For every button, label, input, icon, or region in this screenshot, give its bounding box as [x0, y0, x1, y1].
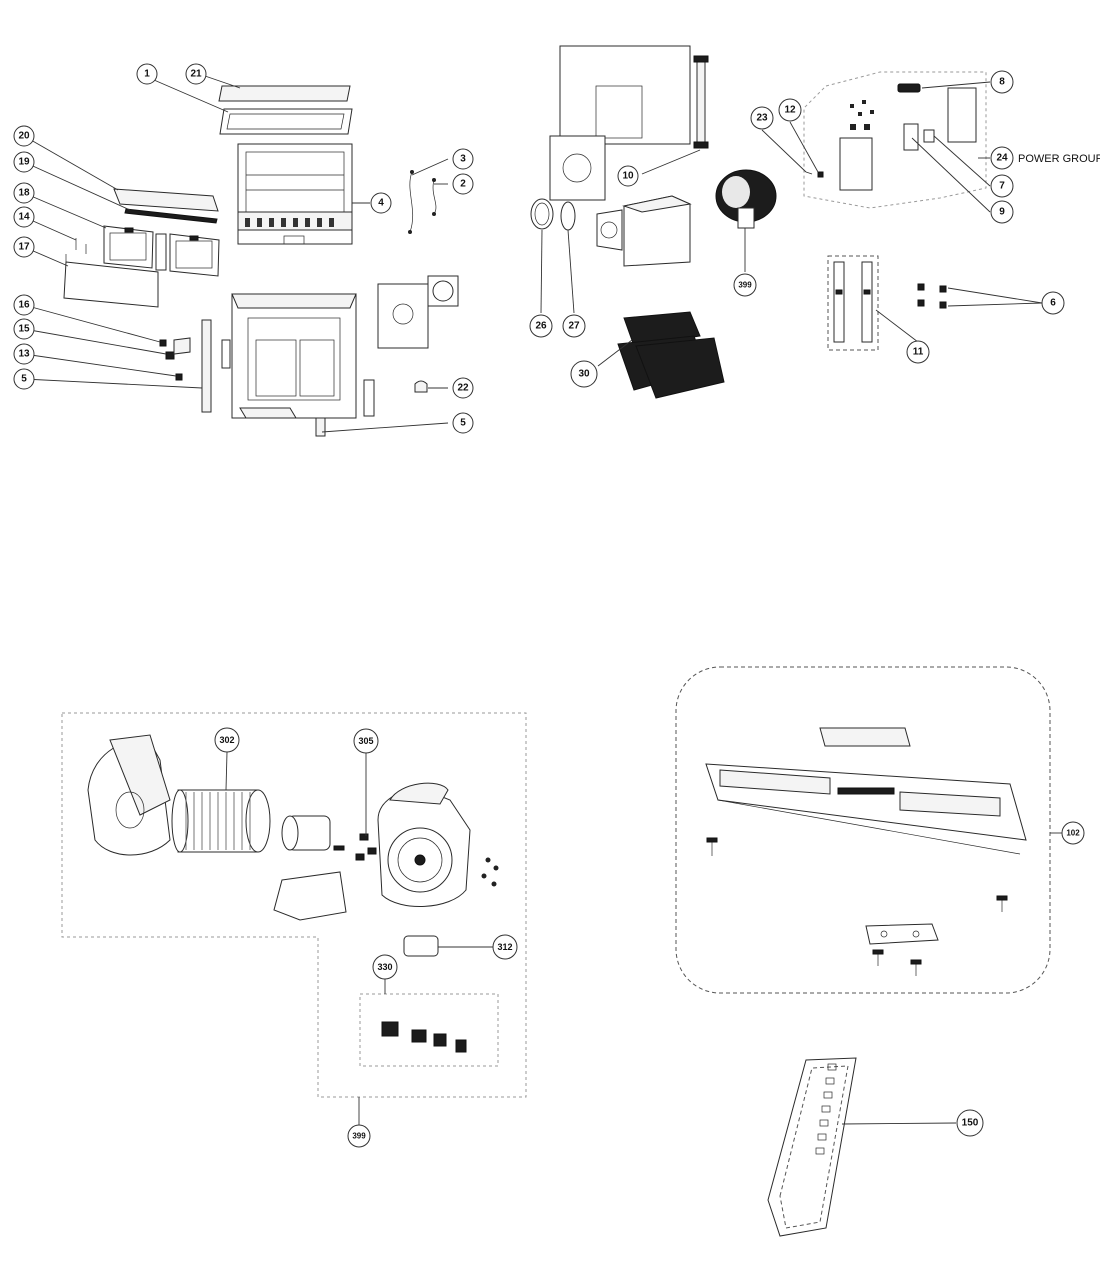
callout-305: 305 [353, 728, 379, 754]
callout-18: 18 [13, 182, 35, 204]
back-panel [559, 45, 691, 145]
callout-26: 26 [529, 314, 553, 338]
svg-text:330: 330 [377, 962, 392, 972]
callout-2: 2 [452, 173, 474, 195]
svg-text:16: 16 [18, 300, 30, 311]
control-panel-assembly [675, 666, 1051, 994]
svg-text:21: 21 [190, 69, 202, 80]
callout-3: 3 [452, 148, 474, 170]
callout-8: 8 [990, 70, 1014, 94]
hood-body-assembly [63, 85, 459, 437]
callout-330: 330 [372, 954, 398, 980]
callout-399-bottom: 399 [347, 1124, 371, 1148]
callout-23: 23 [750, 106, 774, 130]
svg-text:1: 1 [144, 69, 150, 80]
callout-5-left: 5 [13, 368, 35, 390]
callout-302: 302 [214, 727, 240, 753]
callout-5-bottom: 5 [452, 412, 474, 434]
svg-text:305: 305 [358, 736, 373, 746]
svg-text:9: 9 [999, 207, 1005, 218]
svg-text:26: 26 [535, 321, 547, 332]
motor-399 [715, 169, 777, 229]
svg-text:102: 102 [1066, 829, 1080, 838]
callout-102: 102 [1061, 821, 1085, 845]
callout-15: 15 [13, 318, 35, 340]
svg-text:18: 18 [18, 188, 30, 199]
svg-text:20: 20 [18, 131, 30, 142]
callout-13: 13 [13, 343, 35, 365]
callout-9: 9 [990, 200, 1014, 224]
svg-text:23: 23 [756, 113, 768, 124]
svg-text:150: 150 [962, 1118, 979, 1129]
glass-panel-17 [63, 261, 159, 308]
callout-150: 150 [956, 1109, 984, 1137]
svg-text:399: 399 [738, 281, 752, 290]
svg-text:15: 15 [18, 324, 30, 335]
blower-wheel-302 [171, 789, 271, 853]
callout-22: 22 [452, 377, 474, 399]
svg-text:11: 11 [913, 347, 924, 358]
svg-text:22: 22 [457, 383, 469, 394]
callout-14: 14 [13, 206, 35, 228]
callout-11: 11 [906, 340, 930, 364]
callout-20: 20 [13, 125, 35, 147]
svg-text:30: 30 [578, 369, 590, 380]
svg-text:7: 7 [999, 181, 1005, 192]
svg-text:5: 5 [21, 374, 27, 385]
remote-control-150 [767, 1057, 857, 1237]
callout-1: 1 [136, 63, 158, 85]
svg-text:5: 5 [460, 418, 466, 429]
callout-19: 19 [13, 151, 35, 173]
top-plate-21 [218, 85, 351, 102]
blower-assembly [61, 712, 527, 1098]
svg-text:10: 10 [622, 171, 634, 182]
lower-housing [231, 293, 357, 419]
svg-text:12: 12 [784, 105, 796, 116]
callout-27: 27 [562, 314, 586, 338]
callout-4: 4 [370, 192, 392, 214]
svg-text:17: 17 [18, 242, 30, 253]
svg-text:2: 2 [460, 179, 466, 190]
callout-16: 16 [13, 294, 35, 316]
svg-text:302: 302 [219, 735, 234, 745]
callout-17: 17 [13, 236, 35, 258]
svg-text:13: 13 [18, 349, 30, 360]
callout-24: 24 [990, 146, 1014, 170]
callout-21: 21 [185, 63, 207, 85]
svg-text:4: 4 [378, 198, 384, 209]
svg-text:19: 19 [18, 157, 30, 168]
callout-6: 6 [1041, 291, 1065, 315]
svg-text:3: 3 [460, 154, 466, 165]
upper-frame-4 [237, 143, 353, 245]
motor-assembly [530, 45, 987, 399]
callout-10: 10 [617, 165, 639, 187]
callout-312: 312 [492, 934, 518, 960]
svg-text:8: 8 [999, 77, 1005, 88]
callout-399-top: 399 [733, 273, 757, 297]
callout-30: 30 [570, 360, 598, 388]
svg-text:14: 14 [18, 212, 30, 223]
callout-7: 7 [990, 174, 1014, 198]
callout-12: 12 [778, 98, 802, 122]
svg-text:24: 24 [996, 153, 1008, 164]
power-group-label: POWER GROUP [1018, 153, 1100, 165]
svg-text:6: 6 [1050, 298, 1056, 309]
svg-text:27: 27 [568, 321, 580, 332]
svg-text:399: 399 [352, 1132, 366, 1141]
svg-text:312: 312 [497, 942, 512, 952]
